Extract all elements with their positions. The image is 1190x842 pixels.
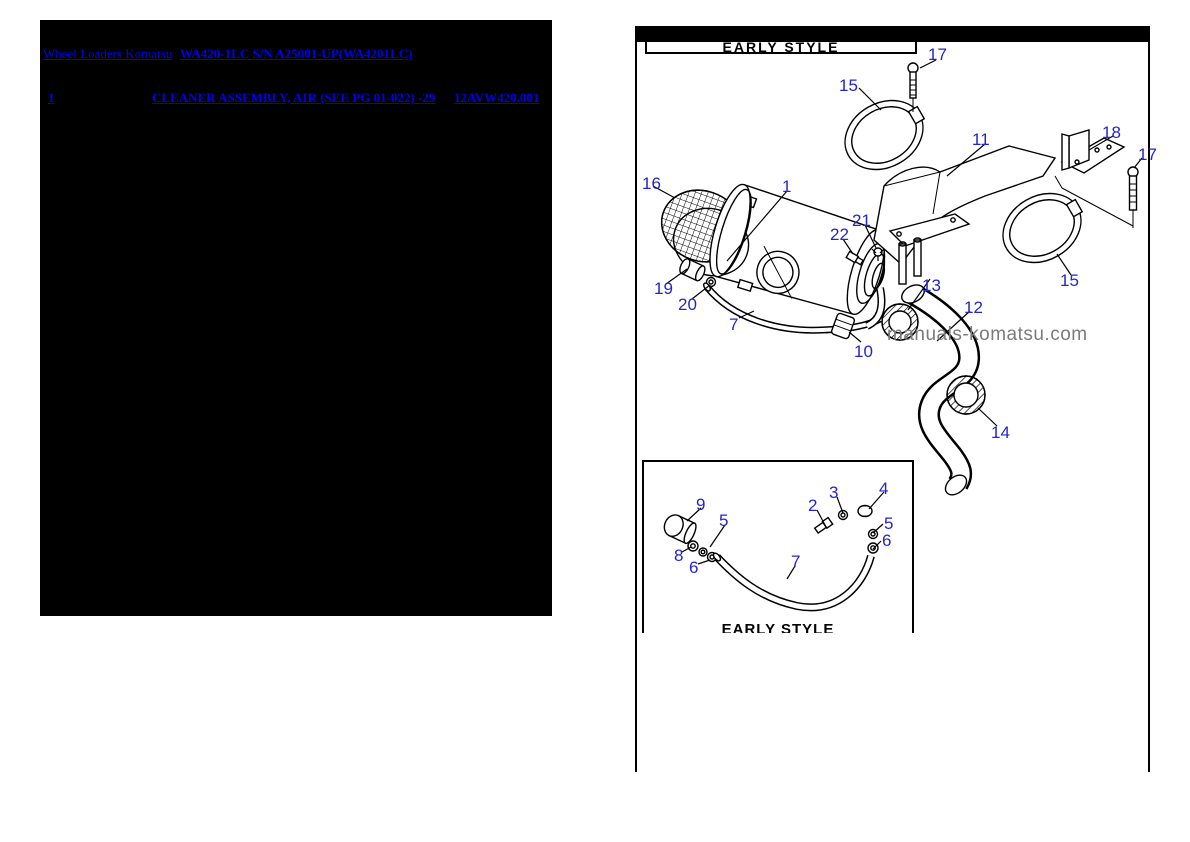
part-callout-8: 8 <box>674 546 684 565</box>
part-callout-17: 17 <box>1138 145 1157 164</box>
part-callout-22: 22 <box>830 225 849 244</box>
part-callout-7: 7 <box>791 552 801 571</box>
part-callout-3: 3 <box>829 483 839 502</box>
inset-box: EARLY STYLE <box>642 460 914 633</box>
part-callout-6: 6 <box>882 531 892 550</box>
part-callout-10: 10 <box>854 342 873 361</box>
breadcrumb-link-model[interactable]: WA420-1LC S/N A25001-UP(WA4201LC) <box>179 46 413 61</box>
breadcrumb: Wheel Loaders Komatsu WA420-1LC S/N A250… <box>43 46 412 62</box>
part-callout-17: 17 <box>928 45 947 64</box>
part-callout-12: 12 <box>964 298 983 317</box>
top-banner-bar <box>637 26 1148 42</box>
part-callout-20: 20 <box>678 295 697 314</box>
part-callout-1: 1 <box>782 177 792 196</box>
watermark: manuals-komatsu.com <box>887 324 1088 345</box>
part-callout-9: 9 <box>696 495 706 514</box>
part-callout-15: 15 <box>839 76 858 95</box>
item-number-link[interactable]: 1 <box>48 90 55 105</box>
figure-code-link[interactable]: 12AVW420.001 <box>454 90 540 105</box>
part-callout-2: 2 <box>808 496 818 515</box>
part-callout-4: 4 <box>879 479 889 498</box>
parts-illustration <box>652 59 1143 612</box>
breadcrumb-link-category[interactable]: Wheel Loaders Komatsu <box>43 46 173 61</box>
part-description-link[interactable]: CLEANER ASSEMBLY, AIR (SEE PG 01-022) -2… <box>152 90 436 105</box>
part-callout-5: 5 <box>719 511 729 530</box>
inset-caption: EARLY STYLE <box>721 621 835 633</box>
part-callout-5: 5 <box>884 514 894 533</box>
part-callout-7: 7 <box>729 315 739 334</box>
part-callout-15: 15 <box>1060 271 1079 290</box>
part-callout-6: 6 <box>689 558 699 577</box>
part-callout-18: 18 <box>1102 123 1121 142</box>
part-callout-14: 14 <box>991 423 1010 442</box>
part-callout-19: 19 <box>654 279 673 298</box>
parts-list-panel: Wheel Loaders Komatsu WA420-1LC S/N A250… <box>40 20 552 616</box>
part-callout-21: 21 <box>852 211 871 230</box>
part-callout-11: 11 <box>972 130 990 149</box>
part-callout-13: 13 <box>922 276 941 295</box>
part-callout-16: 16 <box>642 174 661 193</box>
diagram-panel: EARLY STYLE <box>635 26 1157 772</box>
style-banner-label: EARLY STYLE <box>722 39 840 54</box>
